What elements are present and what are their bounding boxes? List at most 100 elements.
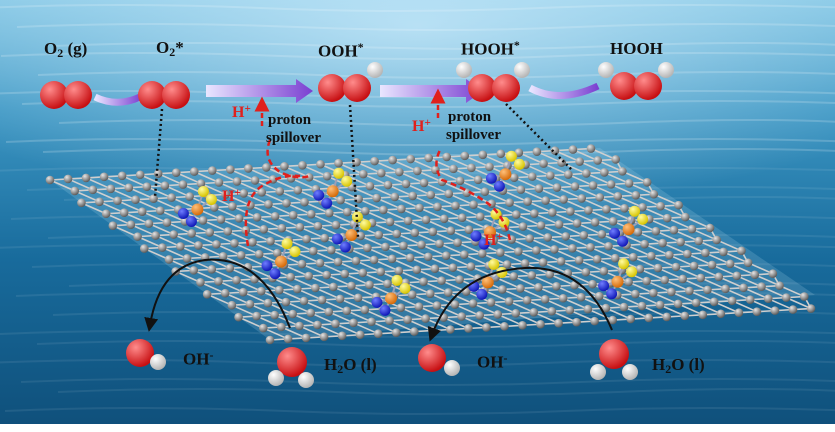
lattice-bond <box>610 183 637 197</box>
lattice-bond <box>711 264 738 277</box>
carbon-atom <box>299 296 309 306</box>
carbon-atom <box>387 254 397 264</box>
carbon-atom <box>335 294 345 304</box>
lattice-bond <box>551 310 577 323</box>
carbon-atom <box>293 185 303 195</box>
water-molecule-right <box>590 339 638 380</box>
carbon-atom <box>678 274 687 284</box>
cobalt-atom <box>275 255 287 268</box>
lattice-bond <box>736 275 762 288</box>
carbon-atom <box>696 273 706 283</box>
lattice-bond <box>684 216 711 229</box>
carbon-atom <box>113 196 122 206</box>
sulfur-atom <box>359 219 371 231</box>
carbon-atom <box>504 297 514 306</box>
ooh-adsorbed-molecule <box>318 62 383 102</box>
lattice-bond <box>130 223 156 237</box>
lattice-bond <box>545 199 571 213</box>
lattice-bond <box>543 162 569 176</box>
carbon-atom <box>532 246 541 255</box>
carbon-atom <box>703 285 712 295</box>
lattice-bond <box>450 230 476 243</box>
lattice-bond <box>299 226 325 239</box>
lattice-bond <box>189 195 215 209</box>
carbon-atom <box>610 253 620 263</box>
lattice-bond <box>515 213 542 227</box>
carbon-atom <box>530 209 539 218</box>
carbon-atom <box>133 232 142 241</box>
carbon-atom <box>394 266 404 276</box>
lattice-bond <box>139 174 166 187</box>
carbon-atom <box>372 193 381 203</box>
lattice-bond <box>279 190 305 203</box>
lattice-bond <box>299 325 325 338</box>
lattice-bond <box>256 315 282 328</box>
lattice-bond <box>230 168 256 182</box>
carbon-atom <box>705 223 715 233</box>
lattice-bond <box>578 259 605 272</box>
carbon-atom <box>716 309 726 319</box>
lattice-bond <box>245 229 271 242</box>
carbon-atom <box>216 215 226 224</box>
carbon-atom <box>301 333 311 343</box>
lattice-bond <box>286 202 312 215</box>
carbon-atom <box>244 164 253 173</box>
carbon-atom <box>552 183 562 192</box>
carbon-atom <box>119 208 129 218</box>
carbon-atom <box>669 225 679 235</box>
carbon-atom <box>534 283 543 292</box>
carbon-atom <box>196 278 205 287</box>
lattice-bond <box>659 304 686 317</box>
lattice-bond <box>687 253 713 266</box>
lattice-bond <box>497 313 523 327</box>
carbon-atom <box>265 335 275 345</box>
lattice-bond <box>511 238 537 252</box>
sulfur-atom <box>351 211 363 223</box>
lattice-bond <box>209 231 235 245</box>
lattice-bond <box>238 316 264 329</box>
lattice-bond <box>531 175 558 189</box>
cobalt-atom <box>385 292 397 305</box>
carbon-atom <box>306 209 316 219</box>
lattice-bond <box>340 199 366 212</box>
carbon-atom <box>376 267 386 277</box>
carbon-atom <box>315 258 325 268</box>
lattice-bond <box>198 244 224 258</box>
lattice-bond <box>662 242 688 255</box>
lattice-bond <box>592 184 619 198</box>
lattice-bond <box>597 159 623 173</box>
carbon-atom <box>437 276 446 285</box>
lattice-bond <box>383 209 409 222</box>
carbon-atom <box>520 259 530 268</box>
spillover-path-left <box>266 139 311 179</box>
carbon-atom <box>498 285 507 294</box>
lattice-bond <box>112 224 138 238</box>
lattice-bond <box>319 262 346 275</box>
lattice-bond <box>222 255 249 268</box>
lattice-bond <box>509 201 535 215</box>
lattice-bond <box>542 261 569 275</box>
carbon-atom <box>770 306 780 315</box>
carbon-atom <box>334 158 343 168</box>
carbon-atom <box>564 170 573 179</box>
carbon-atom <box>300 197 309 207</box>
carbon-atom <box>511 309 521 318</box>
lattice-bond <box>596 258 623 271</box>
carbon-atom <box>545 171 555 180</box>
carbon-atom <box>655 300 665 310</box>
o2-gas-molecule <box>40 81 92 109</box>
lattice-bond <box>531 274 557 288</box>
carbon-atom <box>799 292 809 301</box>
carbon-atom <box>446 325 455 334</box>
sulfur-atom <box>197 185 209 197</box>
carbon-atom <box>390 192 399 202</box>
carbon-atom <box>671 262 681 272</box>
lattice-bond <box>572 247 598 260</box>
label-hydroxide-right: OH- <box>477 351 508 372</box>
lattice-bond <box>398 270 424 283</box>
carbon-atom <box>676 237 685 247</box>
carbon-atom <box>221 190 230 199</box>
carbon-atom <box>550 245 559 254</box>
carbon-atom <box>101 209 111 219</box>
sulfur-atom <box>281 238 293 250</box>
